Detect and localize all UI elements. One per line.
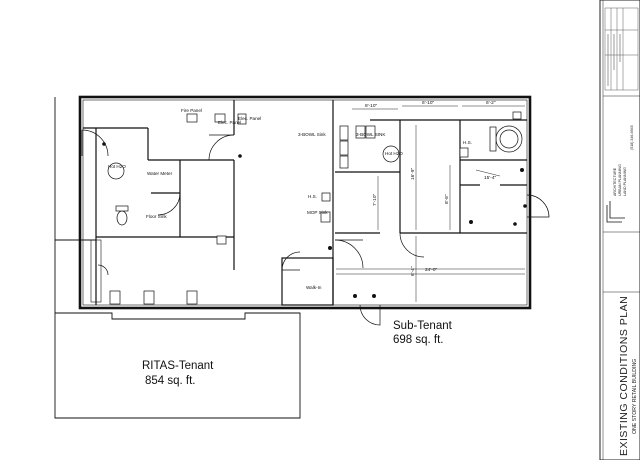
dimension-labels: 8'-10" 6'-10" 6'-2" 16'-9" 15'-4" 7'-10"… — [365, 100, 497, 276]
firm-line-2: URBAN PLANNING — [618, 164, 622, 196]
label-floor-sink: Floor Sink — [146, 214, 167, 219]
dim-8: 6'-4" — [410, 266, 416, 276]
dim-3: 6'-2" — [486, 100, 496, 106]
sub-tenant-area: 698 sq. ft. — [393, 334, 444, 346]
dim-6: 7'-10" — [372, 193, 378, 206]
label-hand-sink-1: H.S. — [308, 194, 317, 199]
dim-5: 15'-4" — [484, 175, 497, 181]
label-water-meter: Water Meter — [147, 171, 173, 176]
label-elec-panel-2: Elec. Panel — [238, 116, 261, 121]
fixtures — [107, 111, 523, 305]
label-hot-h2o-right: Hot H2O — [385, 151, 403, 156]
label-mop-sink: MOP Sink — [307, 210, 328, 215]
label-elec-panel-1: Elec. Panel — [218, 120, 241, 125]
room-labels: Fire Panel Elec. Panel Elec. Panel Hot H… — [108, 108, 472, 290]
label-3-bowl-sink-2: 3-BOWL SINK — [356, 132, 386, 137]
dim-9: 24'-0" — [425, 267, 438, 273]
storefront-window — [90, 239, 102, 303]
label-hot-h2o-left: Hot H2O — [108, 164, 126, 169]
ritas-tenant-name: RITAS-Tenant — [142, 360, 214, 372]
firm-phone: (518) 346-6945 — [630, 125, 634, 150]
firm-line-3: LAND PLANNING — [623, 167, 627, 196]
revision-table — [604, 7, 639, 91]
sheet-title: EXISTING CONDITIONS PLAN — [618, 296, 630, 456]
interior-walls — [83, 100, 527, 306]
label-hand-sink-2: H.S. — [463, 140, 472, 145]
dim-4: 16'-9" — [410, 167, 416, 180]
tenant-labels: RITAS-Tenant 854 sq. ft. Sub-Tenant 698 … — [142, 320, 453, 387]
ritas-tenant-outline — [54, 97, 301, 419]
door-swings — [81, 129, 550, 326]
title-block: ARCHITECTURE URBAN PLANNING LAND PLANNIN… — [599, 0, 640, 460]
dim-7: 8'-8" — [444, 194, 450, 204]
dim-1: 8'-10" — [365, 103, 378, 109]
ritas-tenant-area: 854 sq. ft. — [145, 375, 196, 387]
firm-line-1: ARCHITECTURE — [613, 167, 617, 196]
dim-2: 6'-10" — [422, 100, 435, 106]
sheet-subtitle: ONE STORY RETAIL BUILDING — [632, 359, 638, 434]
label-3-bowl-sink-1: 3-BOWL Sink — [298, 132, 326, 137]
label-walk-in: Walk-In — [306, 285, 322, 290]
sub-tenant-name: Sub-Tenant — [393, 320, 453, 332]
firm-logo — [606, 201, 625, 223]
label-fire-panel: Fire Panel — [181, 108, 202, 113]
dimension-lines — [336, 105, 525, 302]
device-markers — [102, 142, 527, 298]
